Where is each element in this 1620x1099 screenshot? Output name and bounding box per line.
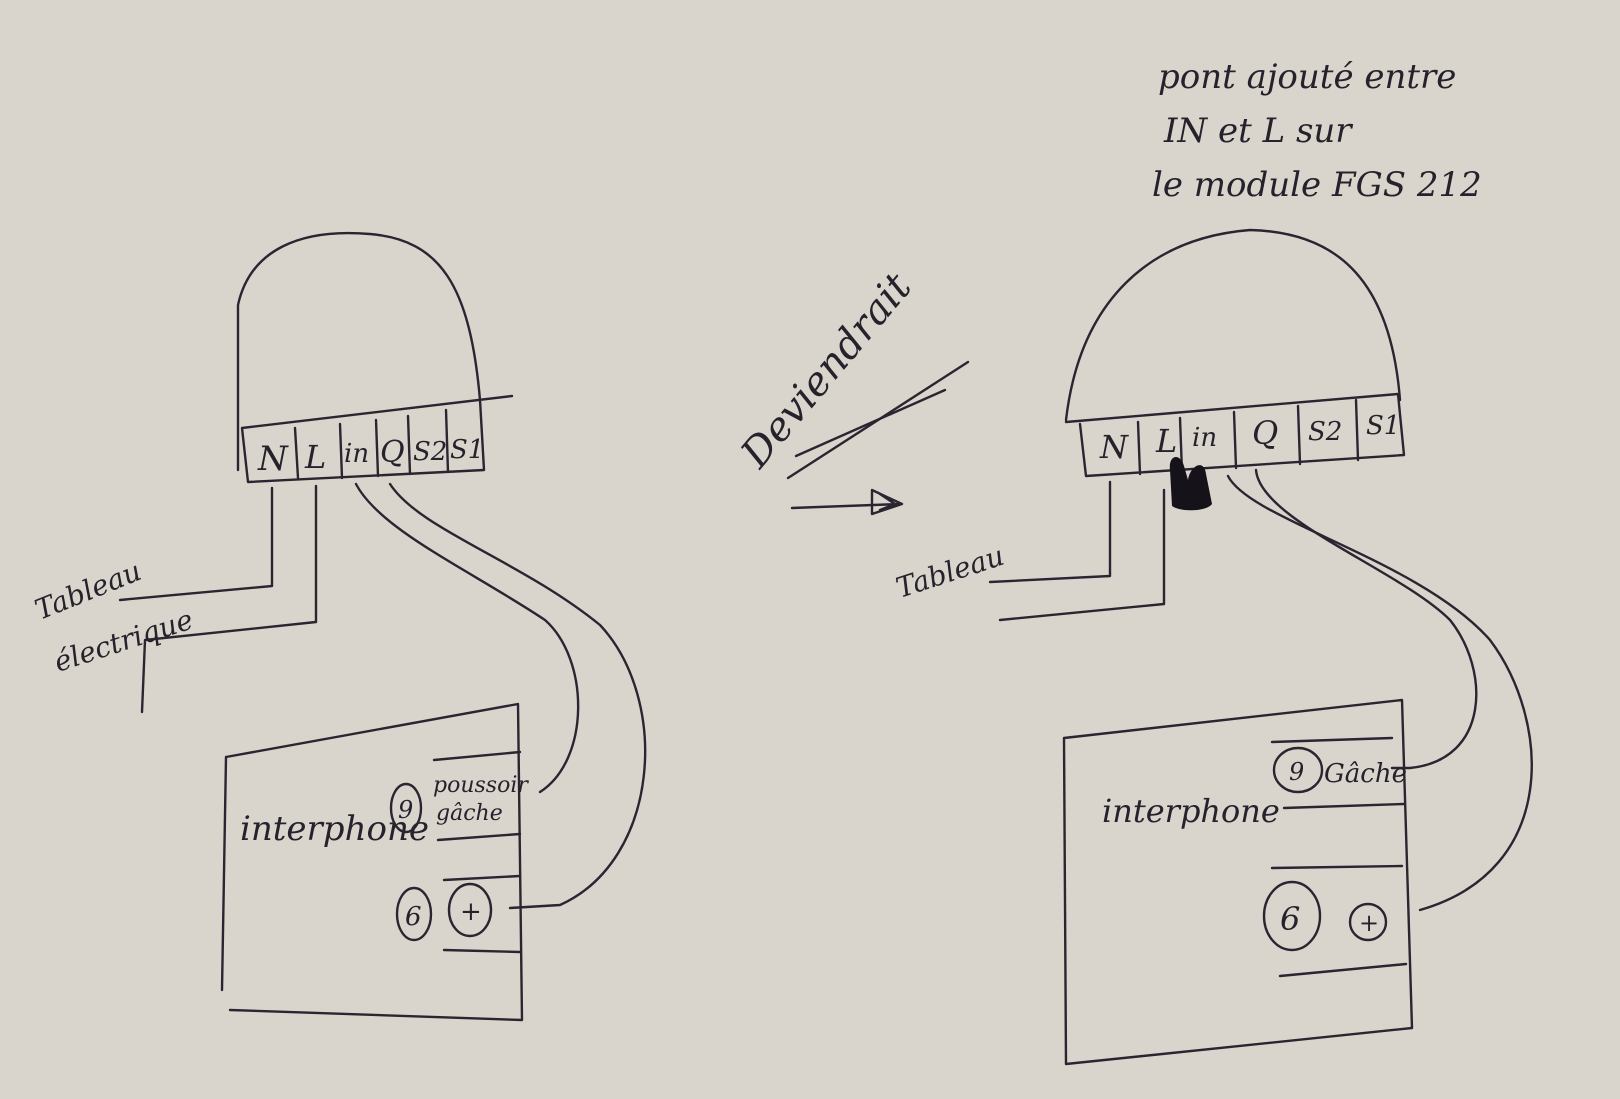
left-pin-divider [436,832,522,842]
right-pin-divider [1270,864,1404,870]
left-module-dome [236,231,482,472]
left-pin-6: 6 [405,902,422,932]
transition-arrow: Deviendrait [732,264,970,516]
left-wire-in [354,482,580,794]
left-pin-divider [442,874,522,882]
left-terminal-strip [240,394,514,484]
left-wire-l [140,484,318,714]
right-pin-plus: + [1359,909,1379,937]
right-diagram: N L in Q S2 S1 Tableau interphone 9 Gâch… [892,228,1533,1066]
right-terminal-in: in [1192,423,1217,453]
right-wire-l [998,488,1166,622]
left-pin-9-label-line1: poussoir [433,773,529,798]
right-divider [1296,404,1302,466]
right-pin-9-label: Gâche [1324,759,1407,789]
left-terminal-s1: S1 [450,435,484,465]
left-divider [444,408,450,474]
right-divider [1232,410,1238,470]
arrow-label: Deviendrait [732,264,921,477]
right-wire-q [1254,468,1478,770]
left-pin-plus-circle [447,882,493,938]
arrow-shaft [790,502,902,510]
left-pin-divider [442,948,522,954]
right-pin-plus-circle [1348,902,1388,942]
left-wire-n [118,486,274,602]
right-terminal-n: N [1099,428,1129,466]
left-pin-divider [432,750,522,762]
left-source-label-line1: Tableau [30,554,146,626]
right-pin-divider [1270,736,1394,744]
left-pin-6-circle [395,886,433,942]
left-divider [406,414,412,476]
right-wire-in [1226,474,1533,912]
right-terminal-l: L [1155,422,1177,460]
right-terminal-strip [1064,392,1406,478]
bridge-l-in [1169,456,1212,511]
left-terminal-s2: S2 [413,437,447,467]
right-pin-9-circle [1272,746,1324,794]
note-line-2: IN et L sur [1163,111,1353,151]
arrow-head [870,488,904,516]
right-divider [1136,420,1142,476]
left-divider [338,422,344,480]
note-line-3: le module FGS 212 [1152,165,1482,205]
right-pin-6: 6 [1280,900,1300,938]
left-intercom-box [220,702,524,1022]
right-pin-divider [1278,962,1408,978]
right-wire-n [988,480,1112,584]
right-pin-6-circle [1262,880,1322,952]
left-pin-9: 9 [398,796,413,824]
right-pin-9: 9 [1289,758,1304,786]
right-terminal-q: Q [1252,414,1278,452]
left-pin-9-label-line2: gâche [436,801,503,826]
right-terminal-s1: S1 [1366,411,1400,441]
left-diagram: N L in Q S2 S1 Tableau électrique interp… [30,231,647,1022]
left-terminal-n: N [257,439,289,479]
right-module-dome [1064,228,1402,422]
left-terminal-in: in [344,439,369,469]
left-pin-plus: + [460,897,482,927]
left-divider [374,418,380,478]
right-intercom-box [1062,698,1414,1066]
left-terminal-q: Q [380,435,405,470]
right-terminal-s2: S2 [1308,417,1342,447]
right-intercom-label: interphone [1102,792,1280,830]
right-pin-divider [1282,802,1406,810]
right-source-label: Tableau [892,539,1008,605]
left-wire-q [388,482,647,910]
left-pin-9-circle [389,782,423,834]
right-divider [1354,398,1360,462]
arrow-underline [794,388,947,458]
left-divider [293,426,300,480]
left-terminal-l: L [304,438,326,476]
note-line-1: pont ajouté entre [1158,57,1456,97]
annotation-note: pont ajouté entre IN et L sur le module … [1152,57,1482,205]
